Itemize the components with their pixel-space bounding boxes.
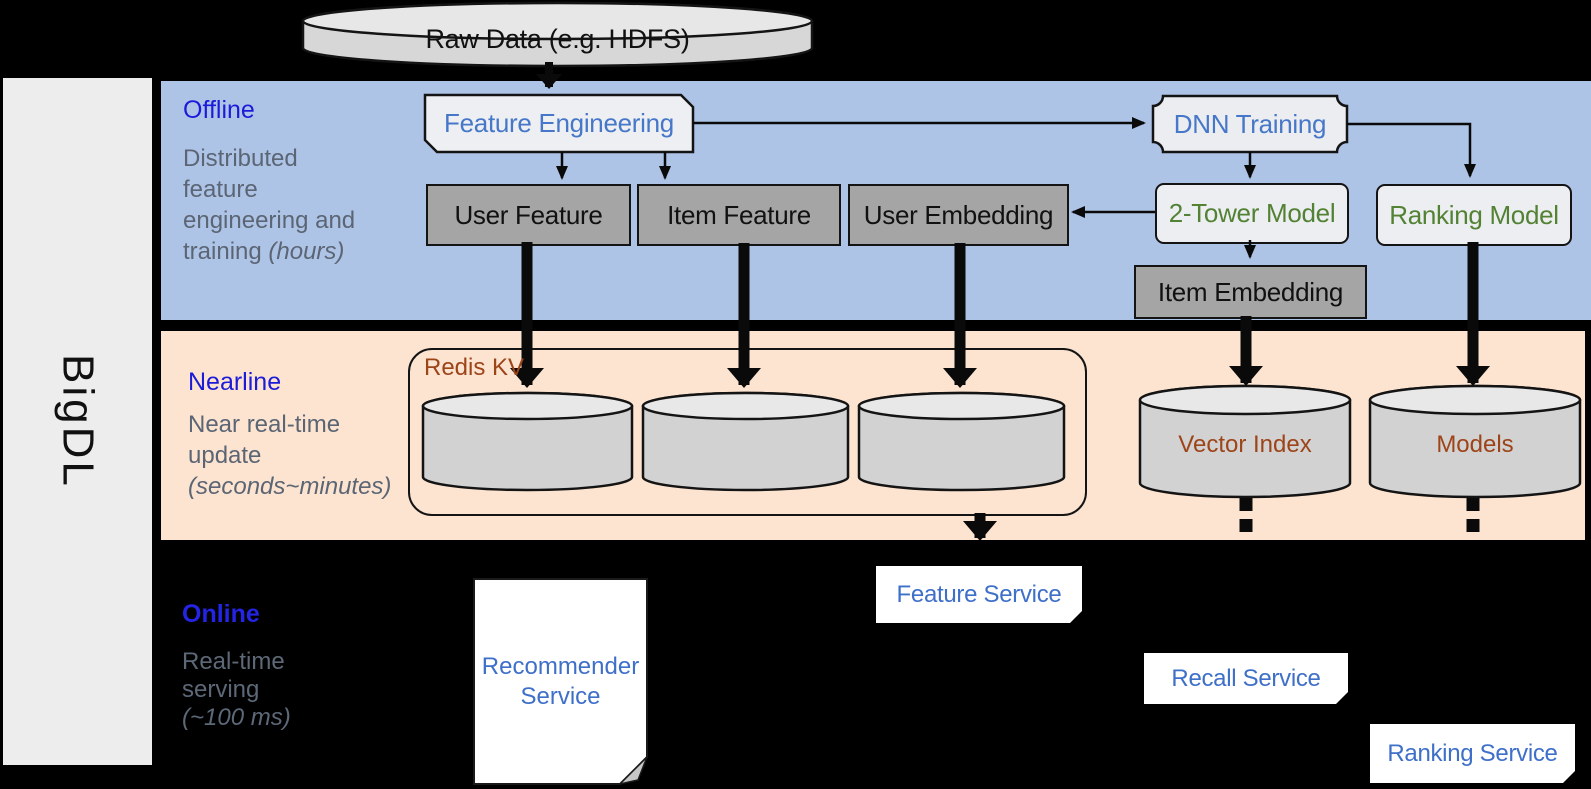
bigdl-sidebar: BigDL bbox=[3, 78, 152, 765]
feature-service-node: Feature Service bbox=[876, 566, 1083, 624]
folded-corner-icon bbox=[1335, 691, 1349, 705]
user-feature-node: User Feature bbox=[426, 184, 631, 246]
nearline-description: Near real-time update (seconds~minutes) bbox=[188, 411, 392, 500]
item-feature-node: Item Feature bbox=[637, 184, 841, 246]
offline-section-label: Offline bbox=[183, 96, 255, 125]
user-embedding-node: User Embedding bbox=[848, 184, 1069, 246]
recommender-service-label: Recommender Service bbox=[481, 652, 640, 710]
nearline-title: Nearline bbox=[188, 368, 282, 396]
bigdl-logo-text: BigDL bbox=[53, 354, 103, 489]
folded-corner-icon bbox=[1069, 610, 1083, 624]
online-title: Online bbox=[182, 600, 260, 628]
feature-engineering-label: Feature Engineering bbox=[444, 108, 674, 138]
offline-description: Distributed feature engineering and trai… bbox=[183, 145, 356, 265]
nearline-section-label: Nearline bbox=[188, 368, 281, 397]
recall-service-node: Recall Service bbox=[1144, 653, 1349, 705]
item-embedding-node: Item Embedding bbox=[1134, 265, 1367, 319]
vector-index-label: Vector Index bbox=[1178, 431, 1312, 458]
raw-data-label: Raw Data (e.g. HDFS) bbox=[425, 23, 690, 54]
ranking-service-node: Ranking Service bbox=[1370, 724, 1576, 784]
offline-title: Offline bbox=[183, 96, 255, 124]
redis-kv-label: Redis KV bbox=[424, 354, 525, 381]
online-section-label: Online bbox=[182, 600, 260, 629]
two-tower-model-node: 2-Tower Model bbox=[1155, 183, 1349, 244]
ranking-model-node: Ranking Model bbox=[1376, 184, 1572, 246]
folded-corner-icon bbox=[1562, 770, 1576, 784]
models-label: Models bbox=[1436, 431, 1514, 458]
online-description: Real-time serving (~100 ms) bbox=[182, 648, 291, 731]
dnn-training-label: DNN Training bbox=[1173, 108, 1327, 139]
